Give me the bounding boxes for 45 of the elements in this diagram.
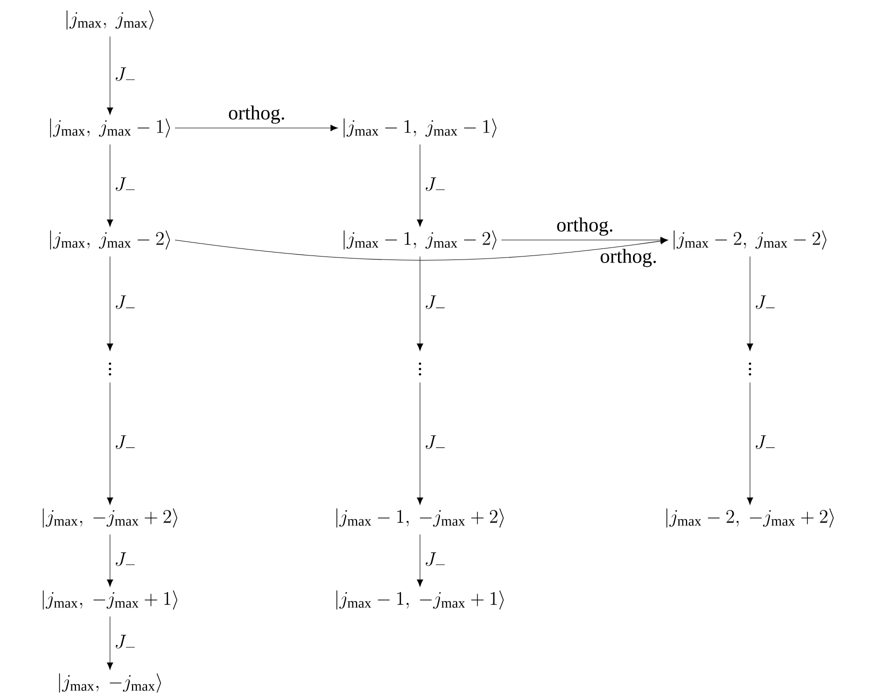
edge-label: $J_-$	[116, 435, 135, 449]
state-ket: $|j_\mathrm{max},\ -j_\mathrm{max}+2\rangle$	[42, 508, 178, 528]
arrow	[174, 124, 338, 132]
arrow	[416, 382, 424, 505]
arrow	[746, 382, 754, 505]
edge-label: $J_-$	[116, 634, 135, 648]
arrow	[106, 382, 114, 505]
state-ket: $|j_\mathrm{max}-2,\ -j_\mathrm{max}+2\rangle$	[666, 508, 834, 528]
arrow	[416, 256, 424, 351]
state-ket: $|j_\mathrm{max},\ j_\mathrm{max}-1\rangle$	[50, 118, 170, 138]
edge-label: $J_-$	[426, 177, 445, 191]
arrow	[106, 256, 114, 351]
arrow	[174, 238, 668, 260]
arrow	[416, 534, 424, 587]
arrow	[746, 256, 754, 351]
arrow	[416, 144, 424, 227]
state-ket: $|j_\mathrm{max},\ j_\mathrm{max}\rangle$	[66, 10, 154, 30]
edge-label: $J_-$	[116, 552, 135, 566]
state-ket: $|j_\mathrm{max}-1,\ -j_\mathrm{max}+2\rangle$	[336, 508, 504, 528]
edge-label: $J_-$	[116, 67, 135, 81]
state-ket: $|j_\mathrm{max}-1,\ -j_\mathrm{max}+1\rangle$	[336, 590, 504, 610]
edge-label: $J_-$	[116, 295, 135, 309]
edge-label: orthog.	[228, 106, 284, 124]
state-ket: $\vdots$	[108, 362, 112, 376]
edge-label: $J_-$	[756, 435, 775, 449]
state-ket: $|j_\mathrm{max}-2,\ j_\mathrm{max}-2\rangle$	[674, 230, 826, 250]
state-ket: $|j_\mathrm{max},\ -j_\mathrm{max}+1\rangle$	[42, 590, 178, 610]
edge-label: $J_-$	[756, 295, 775, 309]
edge-label: $J_-$	[426, 435, 445, 449]
arrow	[106, 144, 114, 227]
state-ket: $\vdots$	[418, 362, 422, 376]
arrow	[106, 616, 114, 670]
arrow	[106, 36, 114, 115]
state-ket: $|j_\mathrm{max}-1,\ j_\mathrm{max}-1\rangle$	[344, 118, 496, 138]
state-ket: $|j_\mathrm{max},\ j_\mathrm{max}-2\rangle$	[50, 230, 170, 250]
state-ket: $|j_\mathrm{max},\ -j_\mathrm{max}\rangle$	[59, 673, 161, 693]
edge-label: $J_-$	[426, 552, 445, 566]
arrow	[106, 534, 114, 587]
arrow	[501, 236, 668, 244]
edge-label: orthog.	[600, 248, 656, 268]
edge-label: $J_-$	[426, 295, 445, 309]
state-ket: $\vdots$	[748, 362, 752, 376]
state-ket: $|j_\mathrm{max}-1,\ j_\mathrm{max}-2\rangle$	[344, 230, 496, 250]
edge-label: $J_-$	[116, 177, 135, 191]
edge-label: orthog.	[557, 218, 612, 236]
